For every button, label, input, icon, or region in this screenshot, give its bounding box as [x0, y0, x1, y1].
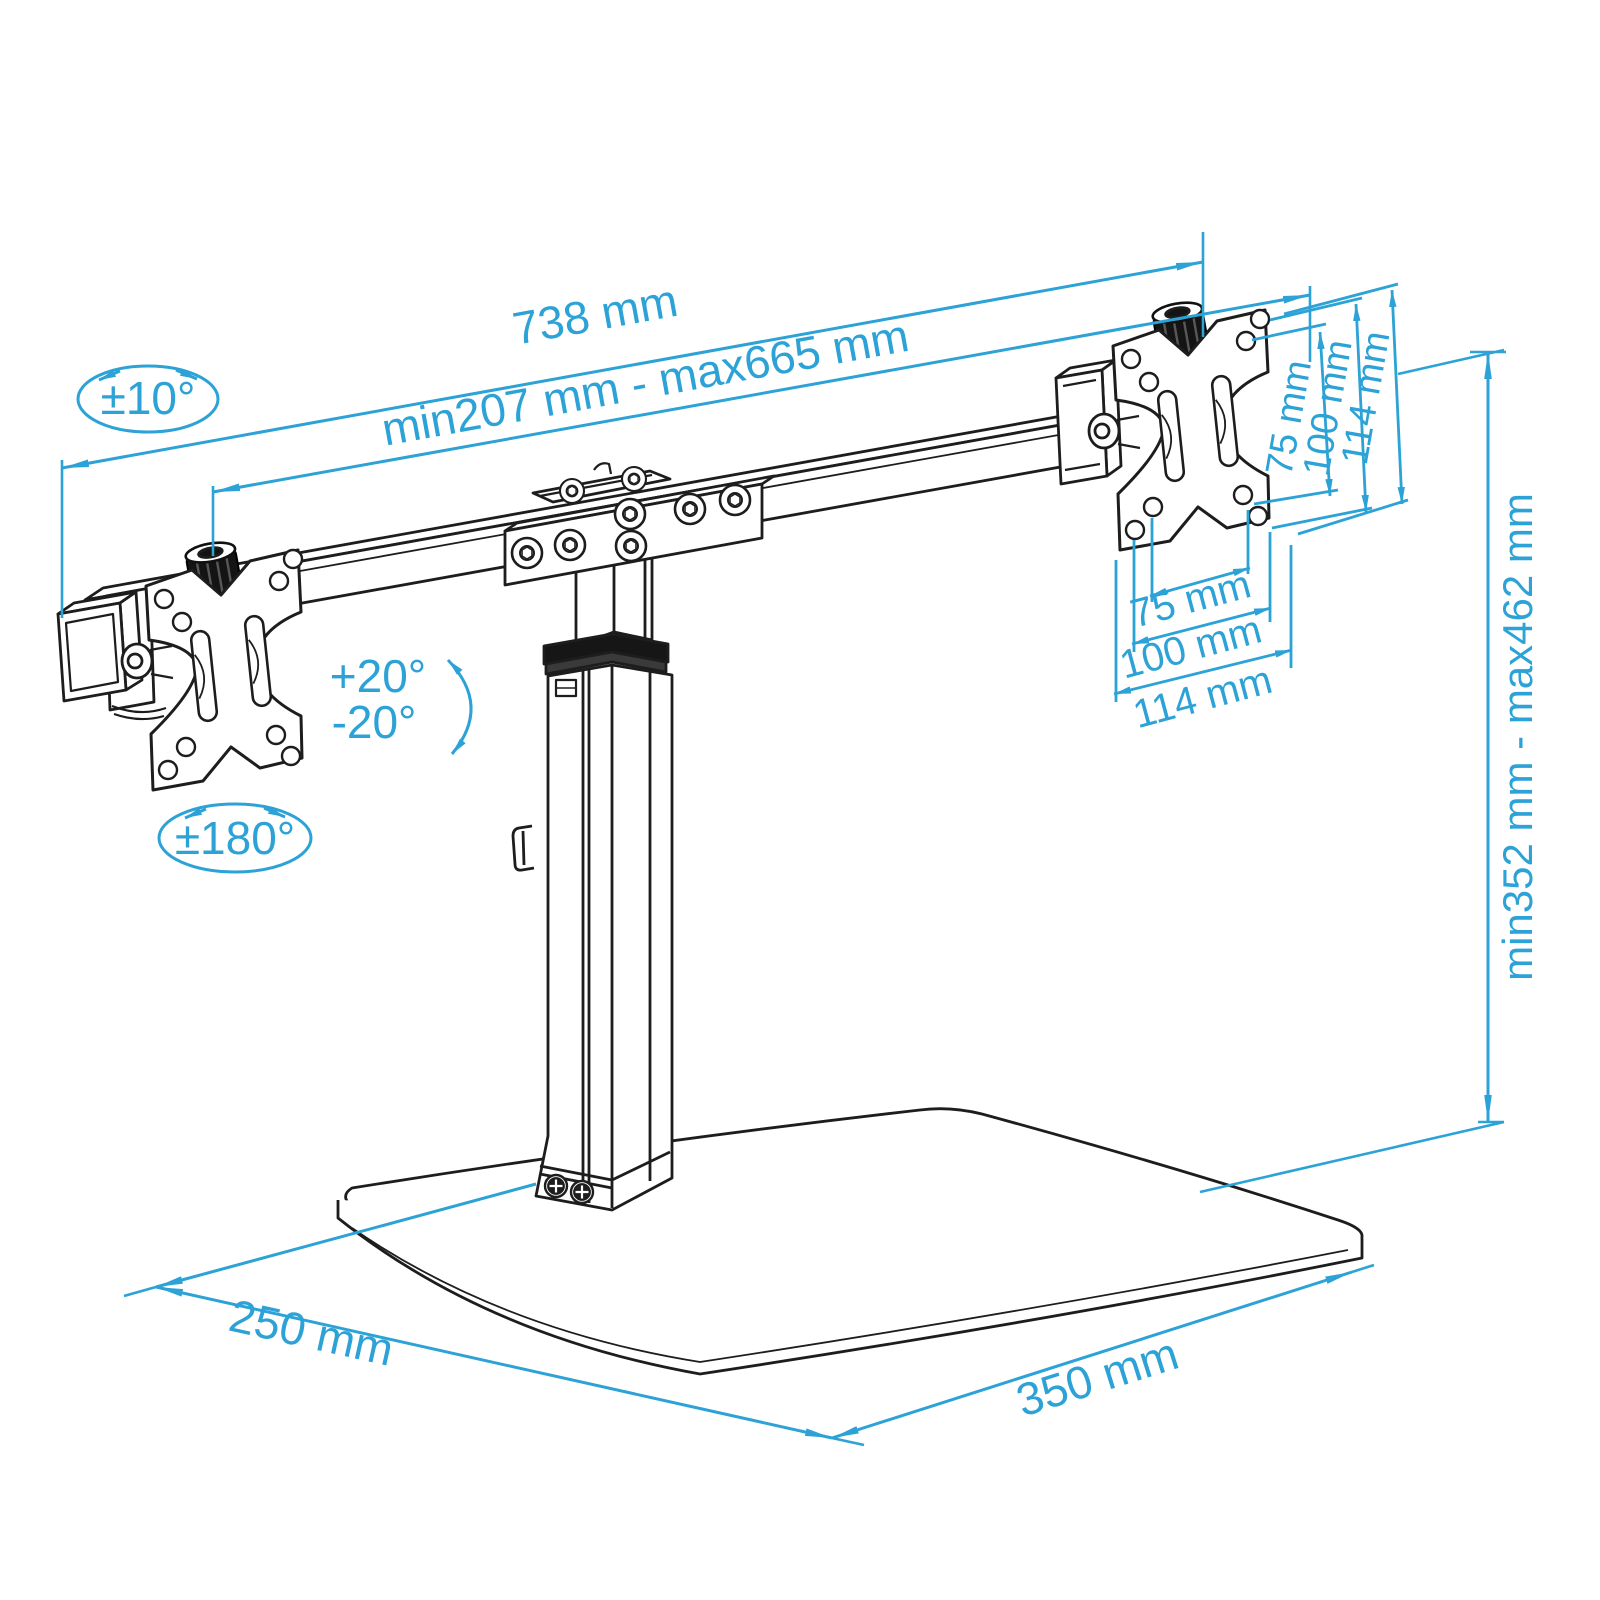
cap-screw [558, 477, 586, 505]
vesa-horizontal-dimensions [1113, 510, 1293, 702]
dim-base-back-edge [155, 1182, 537, 1289]
left-endcap-front [56, 601, 128, 703]
rotation-arrow-left [184, 807, 207, 820]
dim-75h [1149, 566, 1251, 598]
label-swivel-up: +20° [330, 650, 426, 702]
tick-right-corner [1351, 1263, 1375, 1274]
label-738mm: 738 mm [509, 274, 682, 355]
ext-lines-span [211, 286, 1312, 556]
column-edges [581, 665, 652, 1208]
ext-height-bottom [1199, 1120, 1505, 1194]
height-dimension [1199, 348, 1506, 1194]
ext-114v [1283, 282, 1409, 536]
left-endcap-inner [64, 612, 120, 693]
right-pivot-washer [1087, 412, 1121, 450]
base-plate [336, 1107, 1364, 1376]
dim-100v [1353, 303, 1369, 513]
dim-114v [1389, 289, 1405, 505]
tick-left-corner [123, 1285, 157, 1298]
rotation-ellipse [157, 802, 313, 874]
label-tilt-range: ±10° [101, 372, 196, 424]
rotation-angle-indicator [157, 802, 313, 874]
bracket-screw [510, 536, 544, 570]
foot-screw [569, 1179, 595, 1205]
top-width-dimensions [60, 232, 1312, 618]
label-base-depth: 250 mm [225, 1289, 398, 1376]
cap-screw [620, 465, 648, 493]
bracket-screw [614, 529, 648, 563]
left-pivot-washer [120, 642, 154, 680]
left-monitor-mount [56, 539, 302, 790]
dim-100h [1131, 606, 1272, 646]
dim-75v [1317, 331, 1333, 497]
rotation-arrow-right [263, 806, 286, 819]
label-base-width: 350 mm [1010, 1327, 1184, 1427]
left-pivot-cone [149, 644, 174, 680]
column-collar-lower [544, 650, 668, 676]
dim-line-span [212, 293, 1311, 494]
cable-hook [511, 824, 535, 872]
bracket-screw [553, 528, 587, 562]
foot-screw [543, 1173, 569, 1199]
dim-line-350 [831, 1270, 1353, 1440]
tick-bottom-corner [831, 1436, 865, 1447]
vesa-vertical-dimensions [1251, 282, 1409, 536]
label-swivel-down: -20° [332, 696, 417, 748]
dim-114h [1113, 648, 1293, 696]
right-vesa-assembly [1113, 299, 1269, 550]
left-pivot-screw [126, 652, 144, 670]
bracket-screw [718, 483, 752, 517]
right-monitor-mount [1054, 299, 1269, 550]
lift-column [511, 512, 674, 1212]
bracket-screw [613, 497, 647, 531]
label-rotation: ±180° [175, 812, 295, 864]
ext-height-top [1397, 348, 1506, 376]
swivel-arc [446, 658, 473, 755]
column-outer-tube [534, 663, 674, 1212]
left-strap [111, 704, 167, 721]
left-vesa-assembly [146, 539, 302, 790]
column-collar [542, 632, 670, 666]
base-dimensions [123, 1182, 1375, 1447]
label-height-range: min352 mm - max462 mm [1494, 493, 1541, 981]
dim-line-250 [155, 1285, 833, 1440]
bracket-screw [673, 492, 707, 526]
